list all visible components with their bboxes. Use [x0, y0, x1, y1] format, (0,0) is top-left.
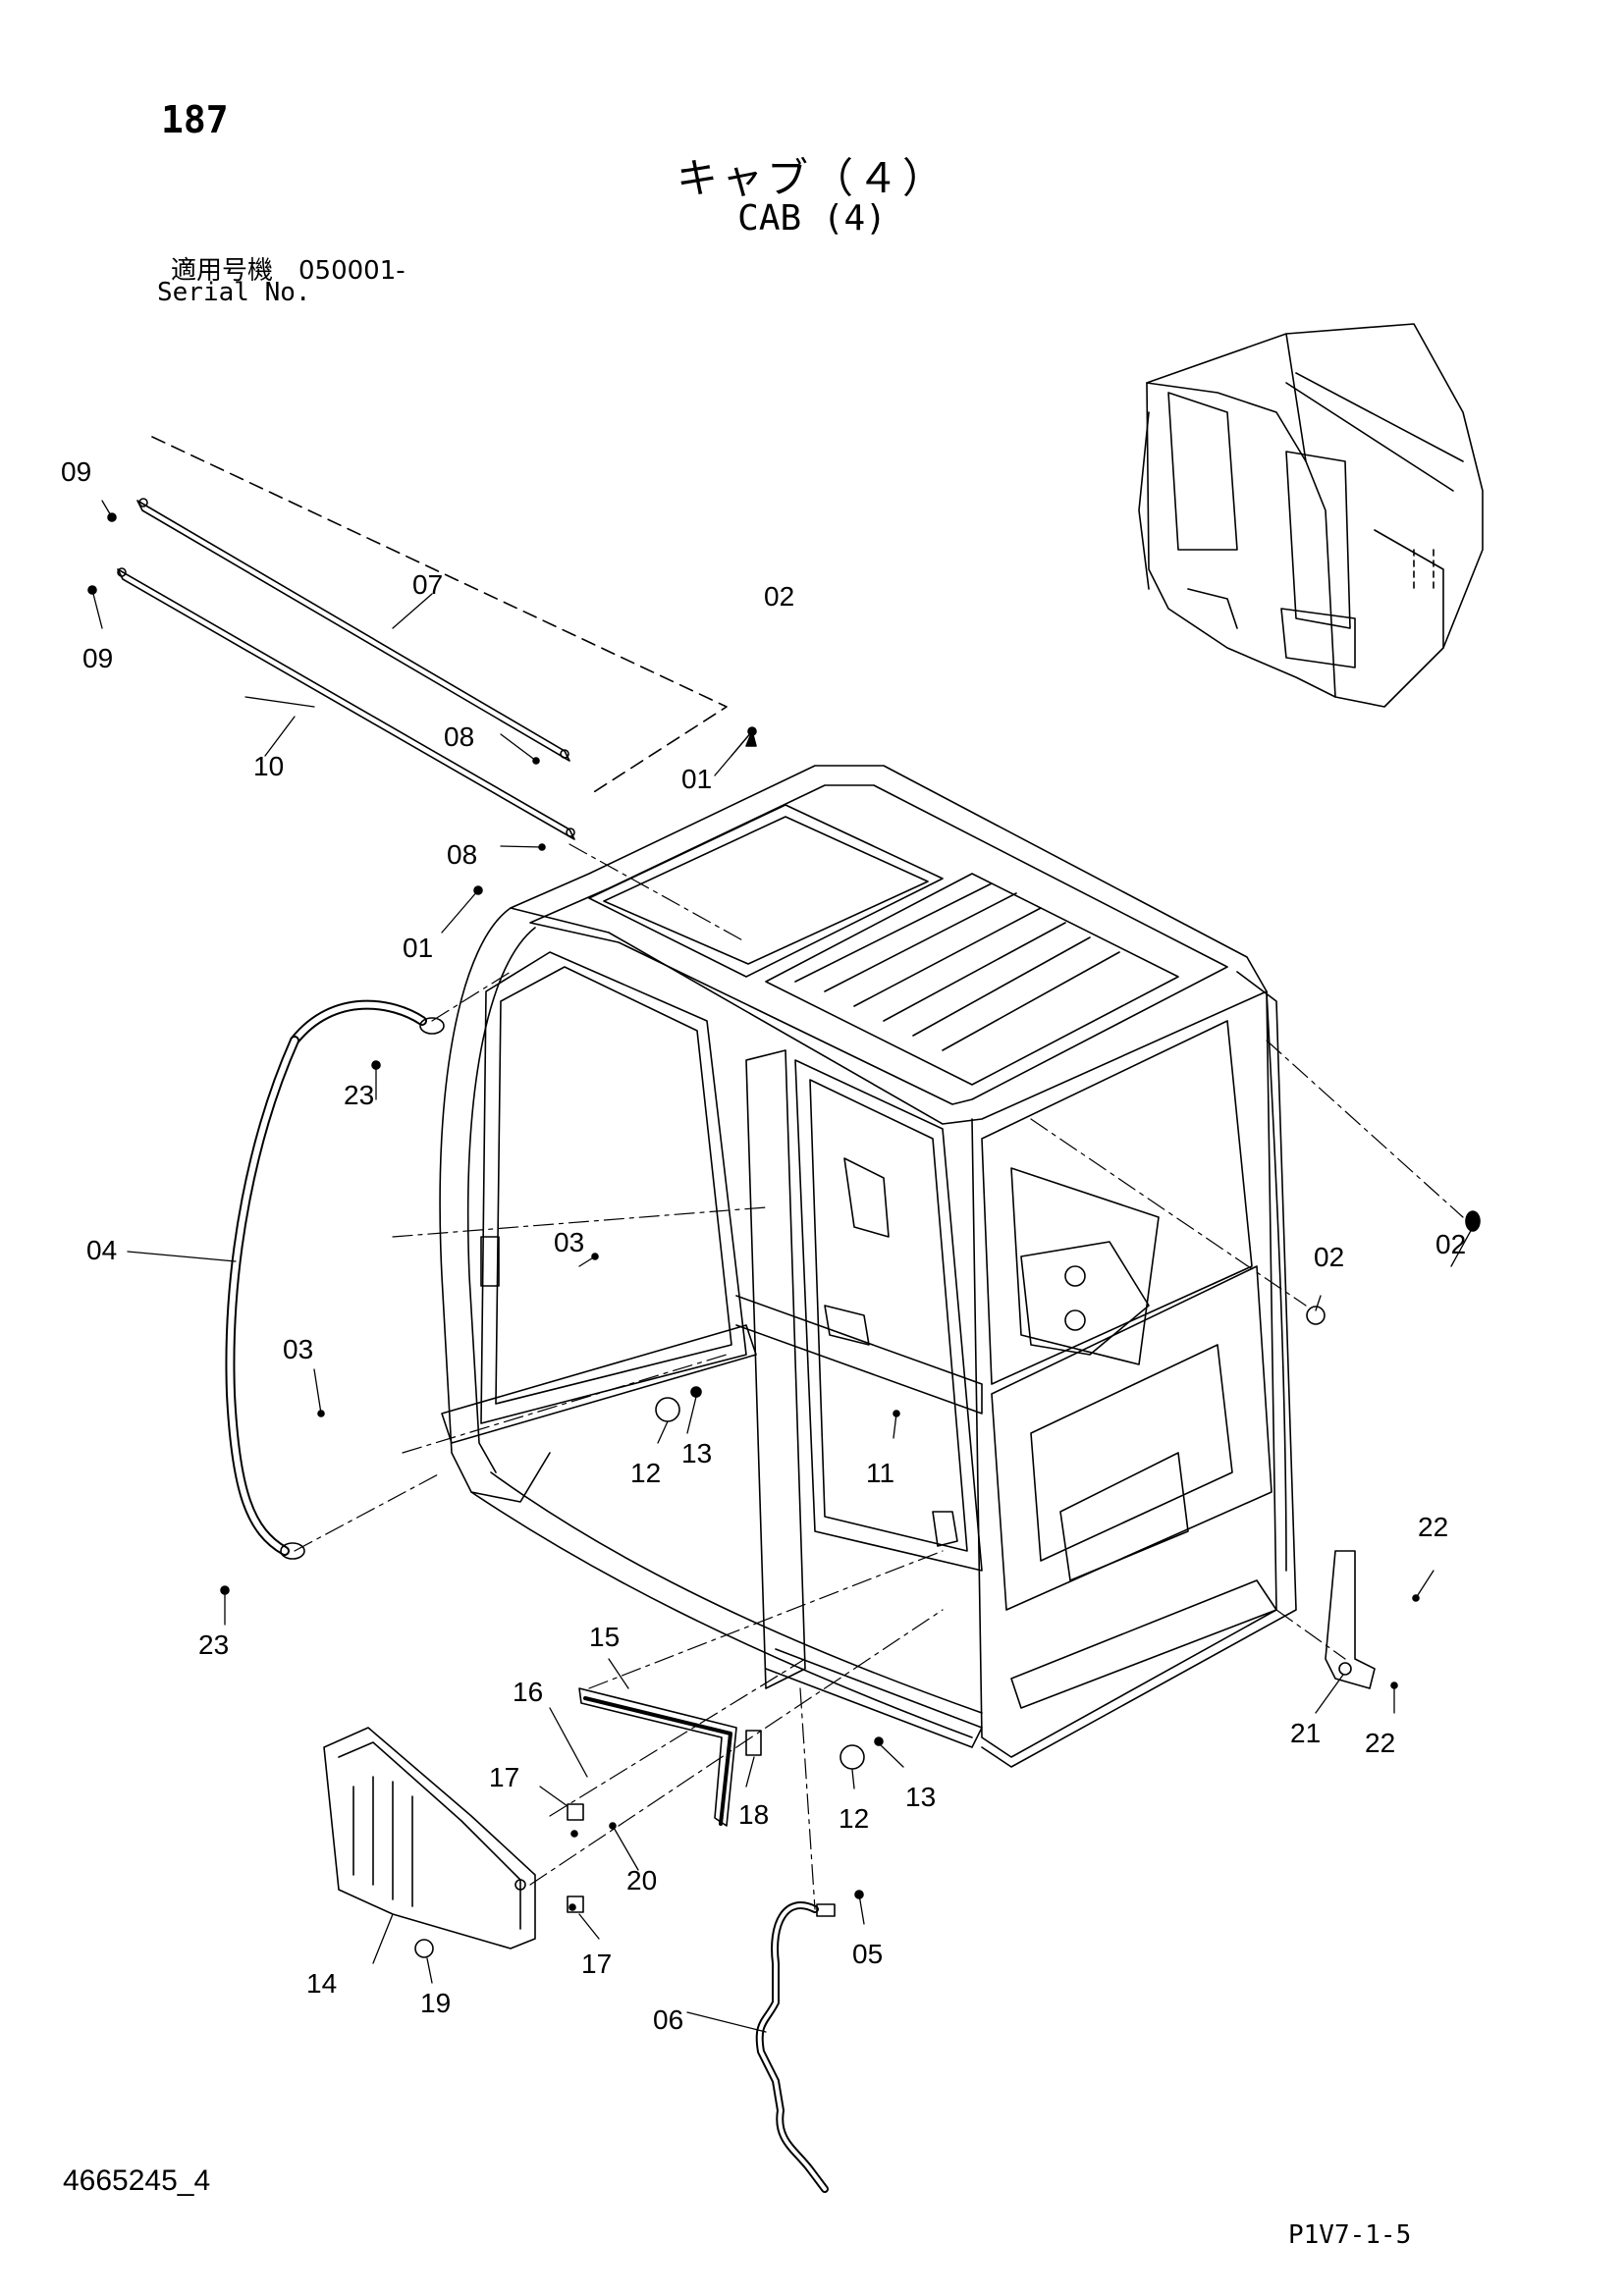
side-cover [323, 1727, 536, 1958]
callout-08: 08 [444, 721, 474, 752]
callout-23: 23 [198, 1629, 229, 1660]
leader-lines [91, 500, 1474, 2033]
callout-15: 15 [589, 1622, 620, 1652]
construction-lines [294, 843, 1464, 1910]
cab-frame [439, 765, 1297, 1768]
serial-label-english: Serial No. [157, 278, 311, 307]
callout-01: 01 [403, 933, 433, 963]
callout-23: 23 [344, 1080, 374, 1110]
callout-01: 01 [681, 764, 712, 794]
callout-10: 10 [253, 751, 284, 781]
title-japanese: キャブ（４） [676, 154, 947, 202]
callout-18: 18 [738, 1799, 769, 1830]
callout-22: 22 [1418, 1512, 1448, 1542]
callout-07: 07 [412, 569, 443, 600]
door-seal [578, 1687, 737, 1827]
callout-12: 12 [839, 1803, 869, 1834]
callout-05: 05 [852, 1939, 883, 1969]
callout-08: 08 [447, 839, 477, 870]
grab-handle [225, 999, 445, 1560]
callout-03: 03 [554, 1227, 584, 1257]
callout-13: 13 [905, 1782, 936, 1812]
callout-13: 13 [681, 1438, 712, 1468]
ball-parts [567, 730, 865, 1913]
callout-03: 03 [283, 1334, 313, 1364]
title-english: CAB (4) [737, 198, 887, 239]
serial-label-japanese: 適用号機 050001- [171, 256, 406, 286]
callout-02: 02 [764, 581, 794, 612]
callout-04: 04 [86, 1235, 117, 1265]
bracket [1325, 1550, 1376, 1689]
callout-20: 20 [626, 1865, 657, 1896]
callout-17: 17 [581, 1949, 612, 1979]
callout-09: 09 [61, 456, 91, 487]
callout-19: 19 [420, 1988, 451, 2018]
callout-16: 16 [513, 1677, 543, 1707]
callout-21: 21 [1290, 1718, 1321, 1748]
callout-12: 12 [630, 1458, 661, 1488]
callout-09: 09 [82, 643, 113, 673]
page-number: 187 [161, 98, 229, 141]
document-number: 4665245_4 [63, 2164, 211, 2197]
wire-harness [755, 1901, 836, 2193]
callout-02: 02 [1314, 1242, 1344, 1272]
callout-14: 14 [306, 1968, 337, 1999]
roof-rails [117, 436, 728, 840]
callout-06: 06 [653, 2004, 683, 2035]
callout-11: 11 [866, 1458, 894, 1488]
callout-17: 17 [489, 1762, 519, 1792]
inset-overview [1138, 323, 1484, 708]
callout-labels: 09 09 07 10 08 08 02 01 01 23 04 03 03 02 02 12 13 11 23 22… [61, 456, 1466, 2035]
page-code: P1V7-1-5 [1288, 2220, 1412, 2250]
fasteners [87, 512, 1481, 1911]
callout-02: 02 [1435, 1229, 1466, 1259]
callout-22: 22 [1365, 1728, 1395, 1758]
